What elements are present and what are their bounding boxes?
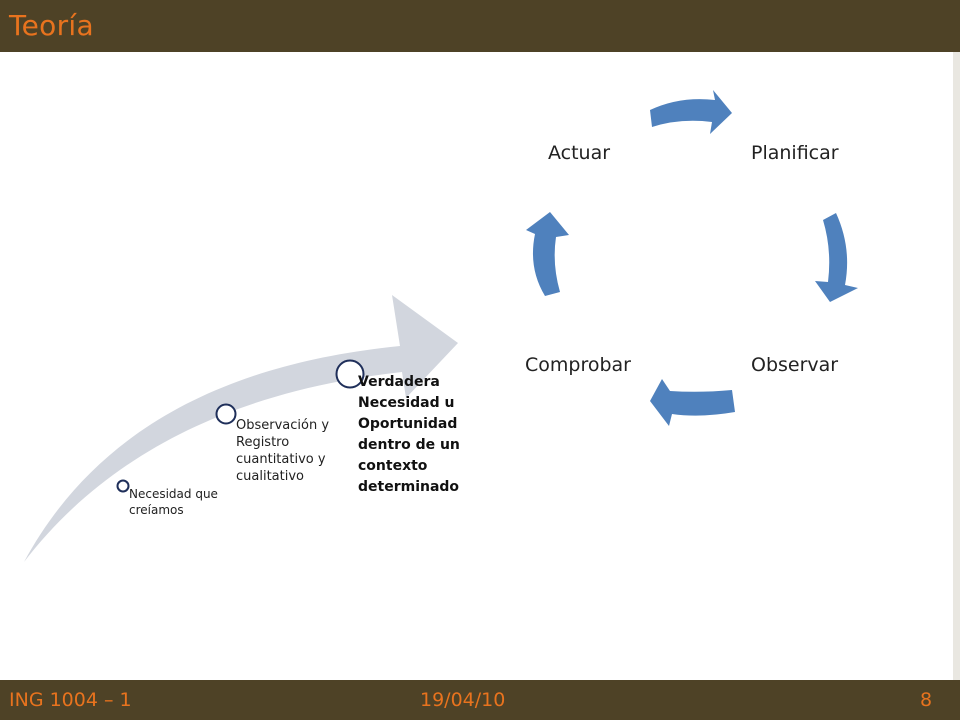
slide-right-border [953,52,960,680]
cycle-label-comprobar: Comprobar [525,354,631,376]
slide-title: Teoría [9,9,94,42]
footer-date: 19/04/10 [420,689,506,711]
footer-course: ING 1004 – 1 [9,689,132,711]
step-circle-medium [215,403,237,425]
cycle-arrow-top [650,90,732,134]
cycle-arrow-right [815,213,858,302]
cycle-label-actuar: Actuar [548,142,611,164]
step-label-1: Necesidad que creíamos [129,487,218,517]
cycle-label-observar: Observar [751,354,839,376]
footer-page-number: 8 [920,689,933,711]
cycle-arrow-left [526,212,569,296]
step-circle-large [335,359,365,389]
title-bar [0,0,960,52]
cycle-label-planificar: Planificar [751,142,839,164]
footer-bar [0,680,960,720]
cycle-arrow-bottom [650,379,735,426]
step-label-2: Observación y Registro cuantitativo y cu… [236,418,330,484]
step-circle-small [116,479,130,493]
step-label-3: Verdadera Necesidad u Oportunidad dentro… [358,374,460,495]
